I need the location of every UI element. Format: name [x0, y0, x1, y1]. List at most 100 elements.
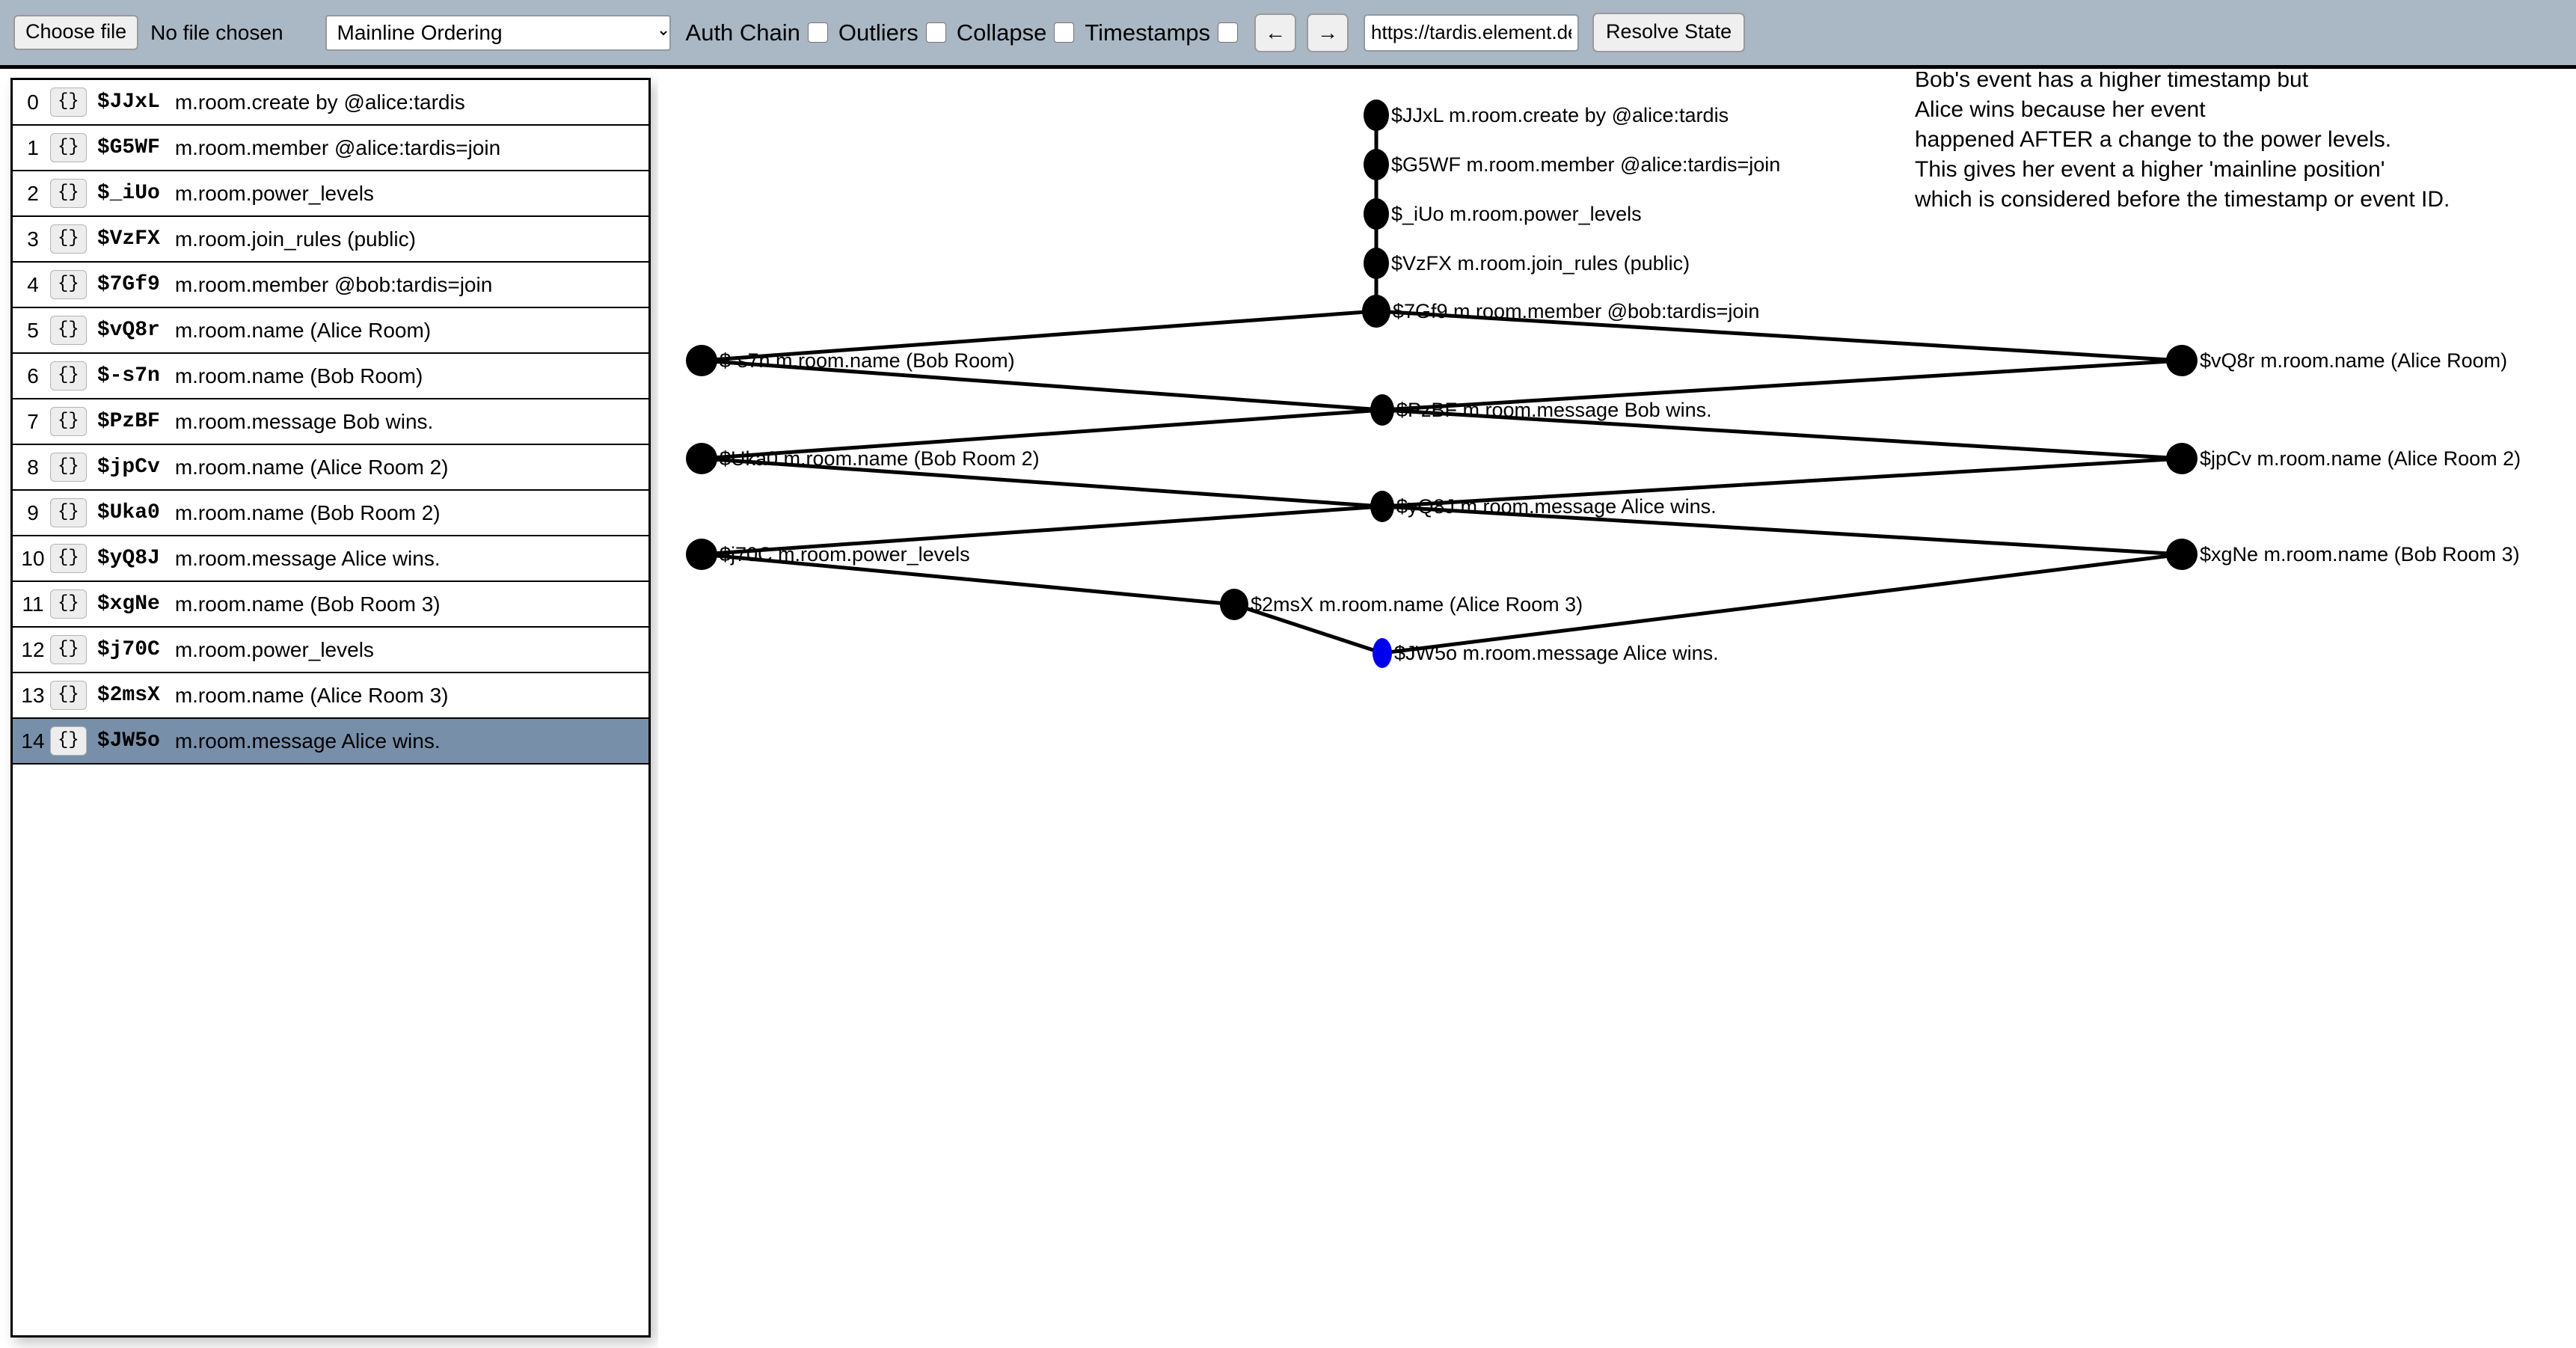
- view-json-button[interactable]: {}: [50, 88, 87, 117]
- dag-node[interactable]: $PzBF m.room.message Bob wins.: [1370, 394, 1712, 426]
- dag-node-dot[interactable]: [1364, 248, 1389, 279]
- dag-edge: [701, 358, 1383, 412]
- no-file-chosen-label: No file chosen: [150, 20, 283, 44]
- dag-graph-canvas[interactable]: $JJxL m.room.create by @alice:tardis $G5W…: [658, 72, 2576, 1348]
- event-row-description: m.room.message Alice wins.: [174, 546, 441, 570]
- forward-arrow-icon[interactable]: →: [1307, 13, 1349, 52]
- dag-node[interactable]: $7Gf9 m.room.member @bob:tardis=join: [1362, 295, 1759, 328]
- dag-edge: [1381, 552, 2183, 655]
- event-row-index: 5: [27, 318, 39, 342]
- view-json-button[interactable]: {}: [50, 544, 87, 573]
- collapse-label: Collapse: [956, 19, 1047, 46]
- dag-node[interactable]: $jpCv m.room.name (Alice Room 2): [2166, 443, 2521, 474]
- dag-node[interactable]: $JJxL m.room.create by @alice:tardis: [1364, 99, 1729, 131]
- dag-node-dot[interactable]: [2166, 539, 2198, 570]
- dag-node-dot[interactable]: [1362, 295, 1390, 328]
- auth-chain-checkbox[interactable]: [807, 22, 828, 43]
- event-row-index: 3: [27, 227, 39, 251]
- view-json-button[interactable]: {}: [50, 270, 87, 299]
- url-input[interactable]: [1364, 13, 1580, 52]
- annotation-layer: Bob's event has a higher timestamp butAl…: [1914, 72, 2450, 212]
- event-row-description: m.room.message Alice wins.: [174, 729, 441, 753]
- edge-layer: [701, 115, 2183, 655]
- view-json-button[interactable]: {}: [50, 179, 87, 208]
- dag-node-dot[interactable]: [686, 539, 717, 570]
- dag-node-dot[interactable]: [1220, 589, 1248, 620]
- choose-file-button[interactable]: Choose file: [13, 15, 139, 50]
- dag-node-dot[interactable]: [1370, 491, 1394, 522]
- view-json-button[interactable]: {}: [50, 589, 87, 619]
- dag-node-label: $vQ8r m.room.name (Alice Room): [2200, 349, 2507, 372]
- dag-node[interactable]: $VzFX m.room.join_rules (public): [1364, 248, 1690, 279]
- dag-edge: [1381, 408, 2183, 461]
- dag-node-dot[interactable]: [1370, 394, 1394, 426]
- event-row-description: m.room.create by @alice:tardis: [174, 90, 465, 114]
- event-row-description: m.room.power_levels: [174, 637, 374, 661]
- outliers-label: Outliers: [838, 19, 919, 46]
- resolve-state-button[interactable]: Resolve State: [1592, 13, 1746, 52]
- dag-node[interactable]: $yQ8J m.room.message Alice wins.: [1370, 491, 1717, 522]
- view-json-button[interactable]: {}: [50, 407, 87, 436]
- view-json-button[interactable]: {}: [50, 635, 87, 664]
- dag-node-label: $JW5o m.room.message Alice wins.: [1394, 642, 1719, 664]
- dag-edge: [701, 552, 1235, 607]
- view-json-button[interactable]: {}: [50, 224, 87, 254]
- dag-node[interactable]: $vQ8r m.room.name (Alice Room): [2166, 345, 2507, 376]
- dag-node-dot[interactable]: [1364, 198, 1389, 230]
- dag-node[interactable]: $2msX m.room.name (Alice Room 3): [1220, 589, 1583, 620]
- view-json-button[interactable]: {}: [50, 453, 87, 482]
- dag-node-dot[interactable]: [686, 345, 717, 376]
- event-row-id: $_iUo: [96, 182, 160, 205]
- dag-node-dot[interactable]: [2166, 345, 2198, 376]
- outliers-checkbox[interactable]: [925, 22, 946, 43]
- view-json-button[interactable]: {}: [50, 498, 87, 527]
- back-arrow-icon[interactable]: ←: [1254, 13, 1297, 52]
- dag-node-dot[interactable]: [686, 443, 717, 474]
- auth-chain-label: Auth Chain: [685, 19, 800, 46]
- dag-node[interactable]: $j70C m.room.power_levels: [686, 539, 970, 570]
- dag-node[interactable]: $-s7n m.room.name (Bob Room): [686, 345, 1015, 376]
- dag-node-label: $-s7n m.room.name (Bob Room): [720, 349, 1015, 372]
- dag-node[interactable]: $Uka0 m.room.name (Bob Room 2): [686, 443, 1040, 474]
- dag-node-dot[interactable]: [1364, 99, 1389, 131]
- view-json-button[interactable]: {}: [50, 361, 87, 390]
- dag-node-label: $_iUo m.room.power_levels: [1391, 203, 1642, 225]
- annotation-line: Alice wins because her event: [1915, 97, 2206, 122]
- dag-node-dot[interactable]: [2166, 443, 2198, 474]
- dag-node[interactable]: $JW5o m.room.message Alice wins.: [1373, 638, 1719, 668]
- view-json-button[interactable]: {}: [50, 133, 87, 162]
- view-json-button[interactable]: {}: [50, 681, 87, 710]
- dag-node[interactable]: $_iUo m.room.power_levels: [1364, 198, 1642, 230]
- view-json-button[interactable]: {}: [50, 316, 87, 345]
- dag-node[interactable]: $G5WF m.room.member @alice:tardis=join: [1364, 149, 1780, 180]
- dag-node-dot[interactable]: [1364, 149, 1389, 180]
- annotation-line: happened AFTER a change to the power lev…: [1915, 127, 2391, 152]
- dag-node-label: $JJxL m.room.create by @alice:tardis: [1391, 104, 1729, 126]
- dag-node-label: $xgNe m.room.name (Bob Room 3): [2200, 543, 2520, 566]
- timestamps-checkbox[interactable]: [1218, 22, 1239, 43]
- dag-edge: [701, 456, 1383, 509]
- event-row-index: 9: [27, 500, 39, 524]
- dag-node[interactable]: $xgNe m.room.name (Bob Room 3): [2166, 539, 2520, 570]
- event-row-index: 10: [21, 546, 45, 570]
- ordering-select[interactable]: Mainline Ordering: [325, 14, 671, 51]
- view-json-button[interactable]: {}: [50, 726, 87, 756]
- collapse-checkbox[interactable]: [1054, 22, 1075, 43]
- dag-node-selected-dot[interactable]: [1373, 638, 1392, 668]
